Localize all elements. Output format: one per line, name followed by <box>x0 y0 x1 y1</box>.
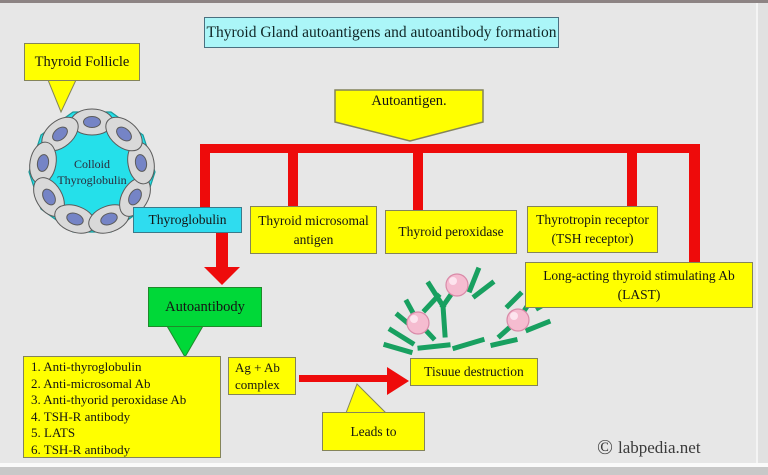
microsomal-antigen-box: Thyroid microsomal antigen <box>250 206 377 254</box>
microsomal-line1: Thyroid microsomal <box>258 213 369 228</box>
list-item: 2. Anti-microsomal Ab <box>31 375 151 391</box>
thyrotropin-line1: Thyrotropin receptor <box>536 212 649 227</box>
peroxidase-box: Thyroid peroxidase <box>385 210 517 254</box>
follicle-cells <box>29 108 155 234</box>
autoantibody-box: Autoantibody <box>148 287 262 327</box>
autoantigen-banner-shape <box>334 89 484 142</box>
copyright-icon: © <box>597 435 613 459</box>
right-border-strip <box>758 3 768 464</box>
connector-drop-thyroglobulin <box>200 144 210 208</box>
bottom-border-strip <box>0 467 768 475</box>
leads-to-box: Leads to <box>322 412 425 451</box>
right-border-line <box>756 3 758 464</box>
list-item: 3. Anti-thyorid peroxidase Ab <box>31 392 187 408</box>
tissue-destruction-box: Tisuue destruction <box>410 358 538 386</box>
colloid-label-line2: Thyroglobulin <box>57 173 126 187</box>
follicle-callout-tail <box>47 79 77 114</box>
thyroid-follicle-illustration: Colloid Thyroglobulin <box>28 108 156 234</box>
ag-ab-complex-box: Ag + Ab complex <box>228 357 296 395</box>
connector-drop-peroxidase <box>413 144 423 211</box>
thyroid-follicle-label: Thyroid Follicle <box>24 43 140 81</box>
arrow-down-thyroglobulin-to-autoantibody <box>204 233 240 285</box>
last-line1: Long-acting thyroid stimulating Ab <box>543 268 735 283</box>
diagram-title: Thyroid Gland autoantigens and autoantib… <box>204 17 559 48</box>
copyright: © labpedia.net <box>597 437 701 458</box>
microsomal-line2: antigen <box>293 232 334 247</box>
bottom-border-highlight <box>0 463 768 467</box>
list-item: 5. LATS <box>31 425 76 441</box>
thyroglobulin-box: Thyroglobulin <box>133 207 242 233</box>
copyright-site: labpedia.net <box>617 437 701 457</box>
complex-line1: Ag + Ab <box>235 360 280 375</box>
autoantibody-list-box: 1. Anti-thyroglobulin 2. Anti-microsomal… <box>23 356 221 458</box>
last-line2: (LAST) <box>617 287 661 302</box>
autoantibody-callout-tail <box>166 325 204 358</box>
complex-line2: complex <box>235 377 280 392</box>
connector-drop-thyrotropin <box>627 144 637 207</box>
antigen-balls <box>406 273 530 335</box>
list-item: 4. TSH-R antibody <box>31 408 131 424</box>
colloid-label-line1: Colloid <box>74 157 110 171</box>
list-item: 6. TSH-R antibody <box>31 441 131 457</box>
thyrotropin-line2: (TSH receptor) <box>551 231 634 246</box>
top-border <box>0 0 768 3</box>
leads-to-callout-tail <box>345 383 388 414</box>
arrow-right-complex-to-destruction <box>299 367 409 395</box>
autoantigen-label: Autoantigen. <box>371 93 447 109</box>
list-item: 1. Anti-thyroglobulin <box>31 359 142 374</box>
connector-horizontal-bar <box>200 144 700 153</box>
connector-drop-microsomal <box>288 144 298 207</box>
last-box: Long-acting thyroid stimulating Ab (LAST… <box>525 262 753 308</box>
connector-drop-last <box>689 144 700 263</box>
thyrotropin-receptor-box: Thyrotropin receptor (TSH receptor) <box>527 206 658 253</box>
